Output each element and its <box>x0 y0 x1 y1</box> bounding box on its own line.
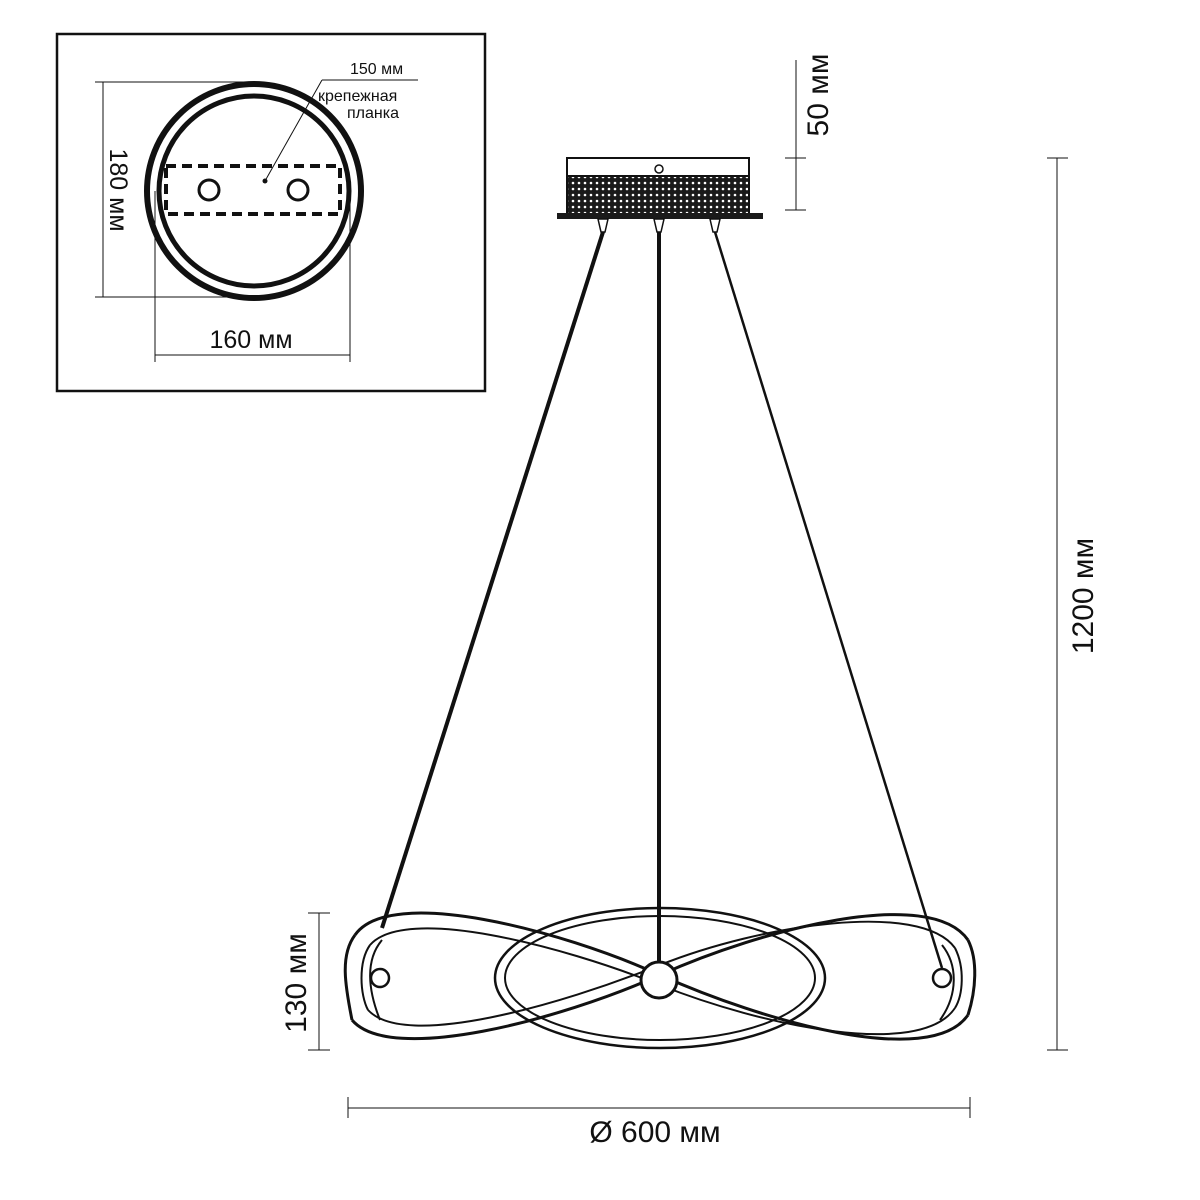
ring-left-joint <box>369 967 391 989</box>
canopy-outer-circle <box>144 81 364 301</box>
ring-right-loop-mid <box>954 947 963 1009</box>
label-50mm: 50 мм <box>802 54 835 137</box>
dim-total-height <box>1047 157 1068 1051</box>
canopy-inner-circle <box>156 93 352 289</box>
ring-right-joint <box>931 967 953 989</box>
mounting-hole-left <box>197 178 221 202</box>
ring-back-ellipse-inner <box>504 915 816 1041</box>
mounting-hole-right <box>286 178 310 202</box>
suspension-cables <box>380 231 944 969</box>
ring-back-ellipse-outer <box>493 906 827 1050</box>
dim-canopy-height <box>785 60 806 211</box>
dim-diameter <box>347 1097 971 1118</box>
ring-right-loop-outer <box>966 939 977 1016</box>
ring-left-loop-outer <box>343 934 357 1021</box>
cable-grip-left <box>597 218 609 233</box>
ceiling-canopy <box>557 157 763 233</box>
inset-panel: 150 мм крепежная планка 180 мм 160 мм <box>55 32 487 393</box>
bracket-leader-line <box>264 79 323 182</box>
inset-frame <box>55 32 487 393</box>
cable-grip-center <box>653 218 665 233</box>
canopy-mesh-body <box>566 175 750 215</box>
label-160mm: 160 мм <box>209 326 292 354</box>
dim-ring-height <box>308 912 330 1051</box>
canopy-screw <box>654 164 664 174</box>
cable-right <box>713 231 944 969</box>
label-bracket-line2: планка <box>347 105 399 122</box>
ring-left-loop-mid <box>360 944 371 1011</box>
label-diameter-600mm: Ø 600 мм <box>589 1116 720 1149</box>
cable-left <box>380 231 605 929</box>
label-180mm: 180 мм <box>104 148 132 231</box>
canopy-base-plate <box>557 213 763 219</box>
label-1200mm: 1200 мм <box>1067 538 1100 654</box>
label-130mm: 130 мм <box>280 933 313 1033</box>
label-150mm: 150 мм <box>350 61 403 78</box>
cable-grip-right <box>709 218 721 233</box>
ring-center-joint <box>639 960 679 1000</box>
ring-right-loop-inner <box>939 944 955 1021</box>
twisted-ring <box>343 906 977 1050</box>
label-bracket-line1: крепежная <box>318 88 397 105</box>
mounting-bracket-dashed <box>164 164 342 216</box>
